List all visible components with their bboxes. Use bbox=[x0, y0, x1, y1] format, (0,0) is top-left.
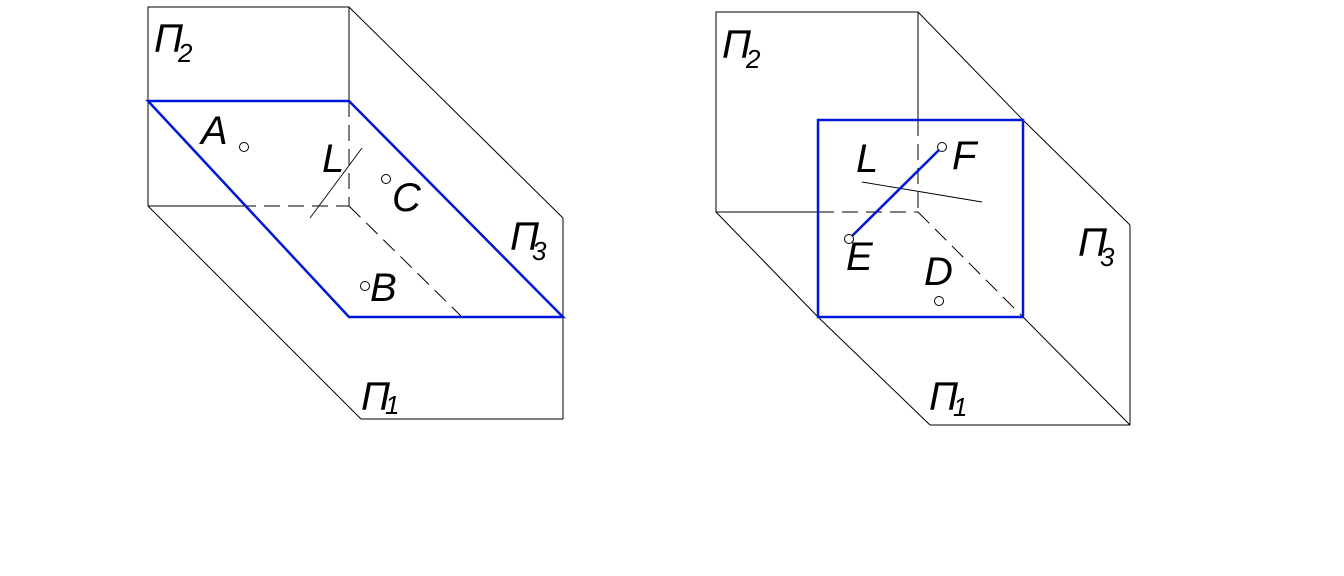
edge-bottom-diagonal bbox=[1022, 316, 1131, 426]
label-plane-p1-index: 1 bbox=[953, 392, 967, 422]
point-f bbox=[937, 142, 947, 152]
label-line-l: L bbox=[856, 137, 878, 181]
blue-plane-square bbox=[816, 118, 1025, 319]
label-plane-p2: П bbox=[722, 23, 752, 67]
label-point-f: F bbox=[952, 134, 979, 178]
point-b bbox=[360, 281, 370, 291]
point-e bbox=[844, 234, 854, 244]
label-plane-p3: П bbox=[510, 215, 540, 259]
label-point-a: A bbox=[199, 109, 228, 153]
right-diagram: П 2 П 3 П 1 L F E D bbox=[715, 11, 1131, 426]
edge-front-diagonal-lower bbox=[817, 316, 931, 426]
label-plane-p3-index: 3 bbox=[532, 236, 547, 266]
label-plane-p1: П bbox=[361, 375, 391, 419]
line-l bbox=[309, 147, 363, 219]
label-plane-p2-index: 2 bbox=[177, 38, 193, 68]
label-point-c: C bbox=[392, 176, 422, 220]
segment-ef bbox=[848, 146, 943, 240]
edge-front-diagonal bbox=[715, 211, 819, 318]
edge-top-diagonal bbox=[917, 11, 1024, 121]
label-line-l: L bbox=[322, 137, 344, 181]
frame-p2 bbox=[715, 11, 919, 213]
label-point-d: D bbox=[924, 250, 953, 294]
label-plane-p1-index: 1 bbox=[385, 390, 399, 420]
left-diagram: П 2 П 3 П 1 A L C B bbox=[145, 6, 566, 420]
line-l bbox=[861, 181, 983, 203]
point-a bbox=[239, 142, 249, 152]
edge-top-diagonal bbox=[348, 6, 564, 219]
label-plane-p2: П bbox=[154, 17, 184, 61]
hidden-edge-diagonal bbox=[348, 205, 463, 318]
edge-top-diagonal-outer bbox=[1022, 119, 1131, 226]
label-plane-p1: П bbox=[929, 375, 959, 419]
label-plane-p2-index: 2 bbox=[745, 44, 761, 74]
blue-plane-parallelogram bbox=[145, 99, 566, 319]
label-plane-p3-index: 3 bbox=[1100, 242, 1115, 272]
label-point-e: E bbox=[846, 235, 874, 279]
hidden-edge-diagonal bbox=[917, 211, 1024, 318]
edge-front-diagonal bbox=[147, 205, 362, 420]
point-d bbox=[934, 296, 944, 306]
frame-p2 bbox=[147, 6, 350, 206]
label-plane-p3: П bbox=[1078, 221, 1108, 265]
label-point-b: B bbox=[370, 266, 397, 310]
point-c bbox=[381, 174, 391, 184]
